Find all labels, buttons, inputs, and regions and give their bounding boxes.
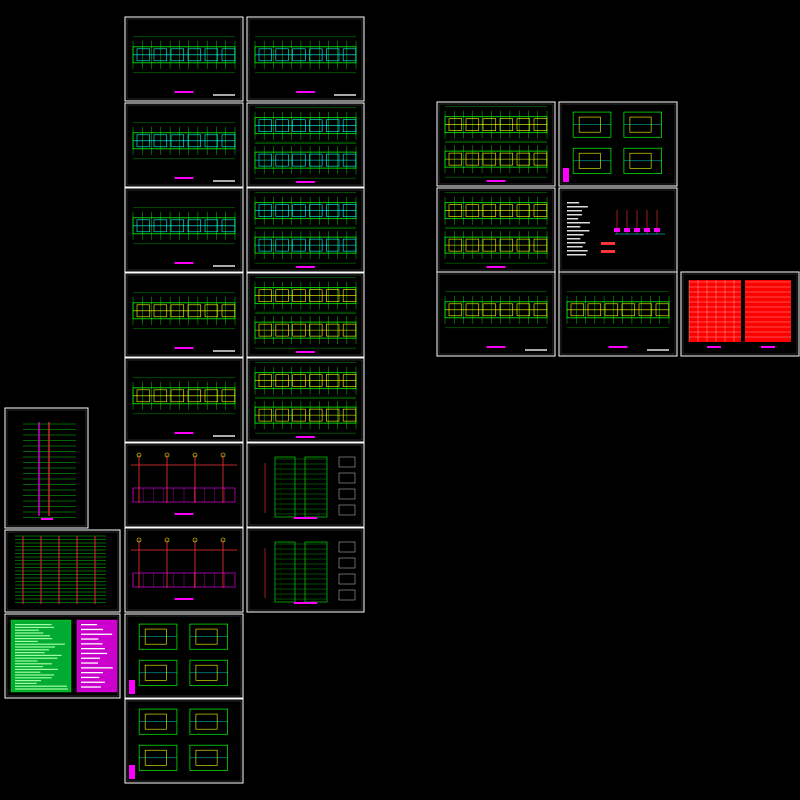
sheet-plan xyxy=(124,102,244,188)
sheet-notes xyxy=(4,613,121,699)
sheet-unit-plan xyxy=(124,698,244,784)
sheet-plan xyxy=(124,16,244,102)
sheet-plan xyxy=(124,272,244,358)
sheet-system xyxy=(124,527,244,613)
sheet-layer xyxy=(4,16,800,784)
sheet-plan xyxy=(124,357,244,443)
sheet-legend xyxy=(246,442,365,528)
sheet-table xyxy=(680,271,800,357)
sheet-unit-plan xyxy=(124,613,244,699)
sheet-plan xyxy=(558,271,678,357)
sheet-detail xyxy=(246,527,365,613)
sheet-riser2 xyxy=(4,529,121,613)
sheet-plan xyxy=(436,271,556,357)
sheet-plan xyxy=(246,16,365,102)
sheet-riser xyxy=(4,407,89,529)
sheet-plan-double xyxy=(246,187,365,273)
sheet-plan-double xyxy=(246,102,365,188)
sheet-plan-double xyxy=(436,101,556,187)
sheet-plan-double xyxy=(246,357,365,443)
sheet-plan-double xyxy=(246,272,365,358)
sheet-unit-plan xyxy=(558,101,678,187)
sheet-plan xyxy=(124,187,244,273)
sheet-system xyxy=(124,442,244,528)
